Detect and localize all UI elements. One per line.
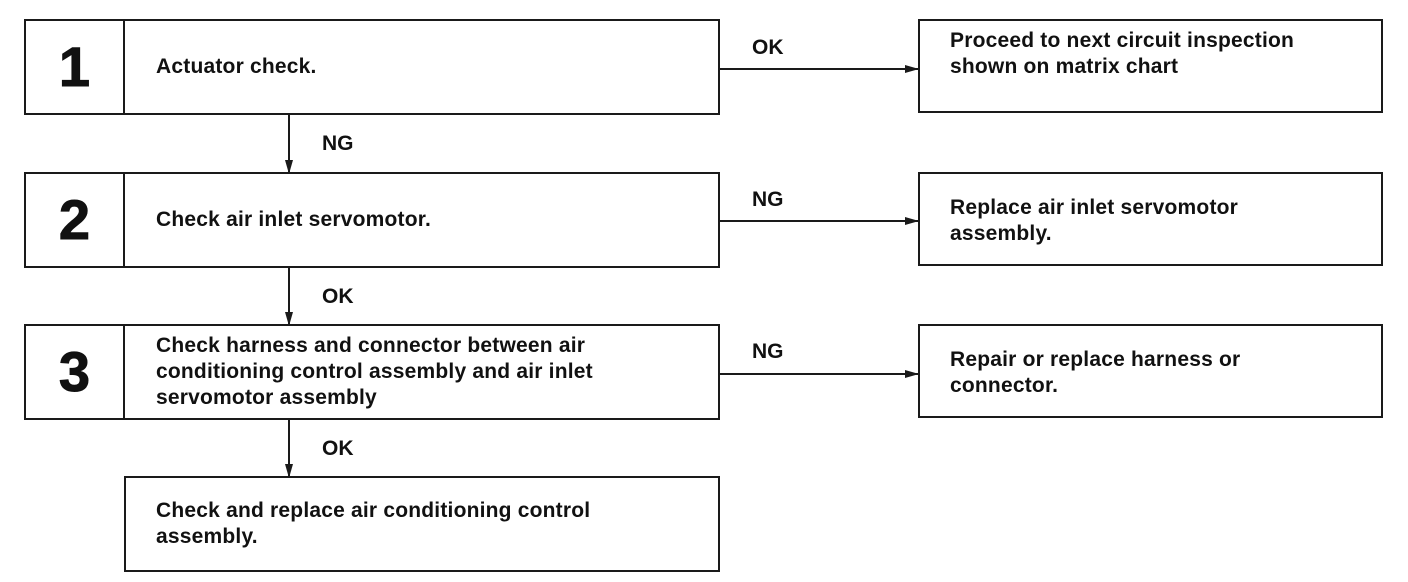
outcome-1-box xyxy=(918,19,1383,113)
step-1-box xyxy=(24,19,720,115)
step-2-text: Check air inlet servomotor. xyxy=(156,208,431,231)
step-3-number: 3 xyxy=(24,324,125,420)
step-3-box xyxy=(24,324,720,420)
final-step-text: Check and replace air conditioning contr… xyxy=(156,499,591,548)
outcome-3-box xyxy=(918,324,1383,418)
outcome-2-text: Replace air inlet servomotor assembly. xyxy=(950,196,1239,245)
branch-label-step2-right: NG xyxy=(752,188,784,211)
branch-label-step2-down: OK xyxy=(322,285,354,308)
outcome-3-text: Repair or replace harness or connector. xyxy=(950,348,1241,397)
branch-label-step1-right: OK xyxy=(752,36,784,59)
step-1-text: Actuator check. xyxy=(156,55,317,78)
branch-label-step3-right: NG xyxy=(752,340,784,363)
branch-label-step3-down: OK xyxy=(322,437,354,460)
step-1-number: 1 xyxy=(24,19,125,115)
outcome-2-box xyxy=(918,172,1383,266)
final-step-box xyxy=(124,476,720,572)
branch-label-step1-down: NG xyxy=(322,132,354,155)
outcome-1-text: Proceed to next circuit inspection shown… xyxy=(950,29,1295,78)
step-3-text: Check harness and connector between air … xyxy=(156,334,593,409)
step-2-box xyxy=(24,172,720,268)
step-2-number: 2 xyxy=(24,172,125,268)
